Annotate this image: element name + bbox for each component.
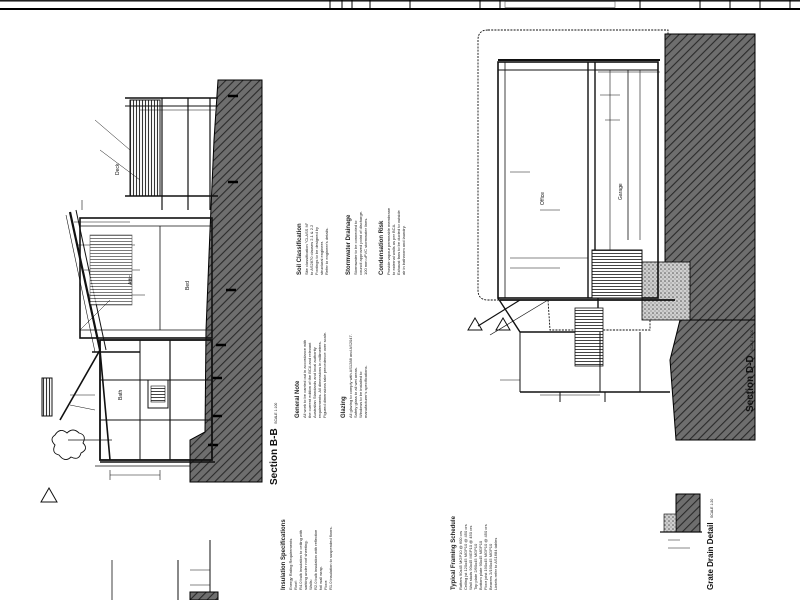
framing-title: Typical Framing Schedule bbox=[451, 516, 457, 590]
room-label-deck: Deck bbox=[115, 163, 121, 175]
grate-drain-title: Grate Drain Detail bbox=[706, 522, 715, 590]
insulation-line: R1.0 insulation to suspended floors. bbox=[328, 526, 333, 590]
room-label-bath: Bath bbox=[118, 389, 124, 400]
soil-line: Refer to engineer's details. bbox=[324, 227, 329, 275]
title-block bbox=[0, 0, 800, 10]
glazing-line: manufacturer's specifications. bbox=[363, 365, 368, 418]
stormwater-line: 100 mm uPVC stormwater lines. bbox=[363, 217, 368, 275]
partial-detail-bottom-left bbox=[111, 540, 219, 600]
framing-schedule: Typical Framing Schedule Rafters 90x45 M… bbox=[450, 470, 498, 590]
condensation-line: air in bathroom and laundry. bbox=[401, 225, 406, 275]
soil-title: Soil Classification bbox=[297, 223, 303, 275]
room-label-garage: Garage bbox=[618, 183, 624, 200]
section-d-scale: SCALE 1:100 bbox=[750, 329, 754, 351]
glazing-note: Glazing All glazing to comply with AS128… bbox=[340, 298, 368, 418]
stormwater-note: Stormwater Drainage Stormwater to be con… bbox=[345, 165, 368, 275]
glazing-title: Glazing bbox=[341, 396, 347, 418]
condensation-title: Condensation Risk bbox=[379, 220, 385, 275]
insulation-title: Insulation Specifications bbox=[281, 519, 287, 590]
grate-drain-scale: SCALE 1:20 bbox=[710, 498, 714, 518]
section-b-title-block: Section B-B SCALE 1:100 bbox=[264, 403, 282, 485]
insulation-specifications: Insulation Specifications Energy Rating … bbox=[280, 490, 333, 590]
section-b-b bbox=[40, 79, 263, 503]
section-b-scale: SCALE 1:100 bbox=[274, 402, 278, 424]
section-d-title-block: Section D-D SCALE 1:100 bbox=[740, 330, 758, 412]
room-label-attic: Attic bbox=[128, 275, 134, 285]
framing-row: Lintels refer to AS1684 tables bbox=[493, 537, 498, 590]
room-label-bed: Bed bbox=[185, 281, 191, 290]
section-b-title: Section B-B bbox=[269, 428, 280, 485]
general-line: Figured dimensions take precedence over … bbox=[322, 331, 327, 418]
section-d-earth-lower bbox=[669, 319, 756, 441]
section-d-retaining-fill bbox=[641, 261, 691, 321]
section-b-earth bbox=[189, 79, 263, 483]
stormwater-title: Stormwater Drainage bbox=[346, 214, 352, 275]
general-title: General Note bbox=[295, 380, 301, 418]
soil-classification-note: Soil Classification Site classification … bbox=[296, 175, 329, 275]
grate-drain-title-block: Grate Drain Detail SCALE 1:20 bbox=[700, 499, 718, 590]
room-label-office: Office bbox=[540, 192, 546, 205]
grate-drain-detail bbox=[660, 493, 702, 549]
section-d-d bbox=[467, 29, 756, 441]
general-note: General Note All work to be carried out … bbox=[294, 298, 327, 418]
section-d-title: Section D-D bbox=[745, 355, 756, 412]
condensation-note: Condensation Risk Provide vapour permeab… bbox=[378, 165, 406, 275]
